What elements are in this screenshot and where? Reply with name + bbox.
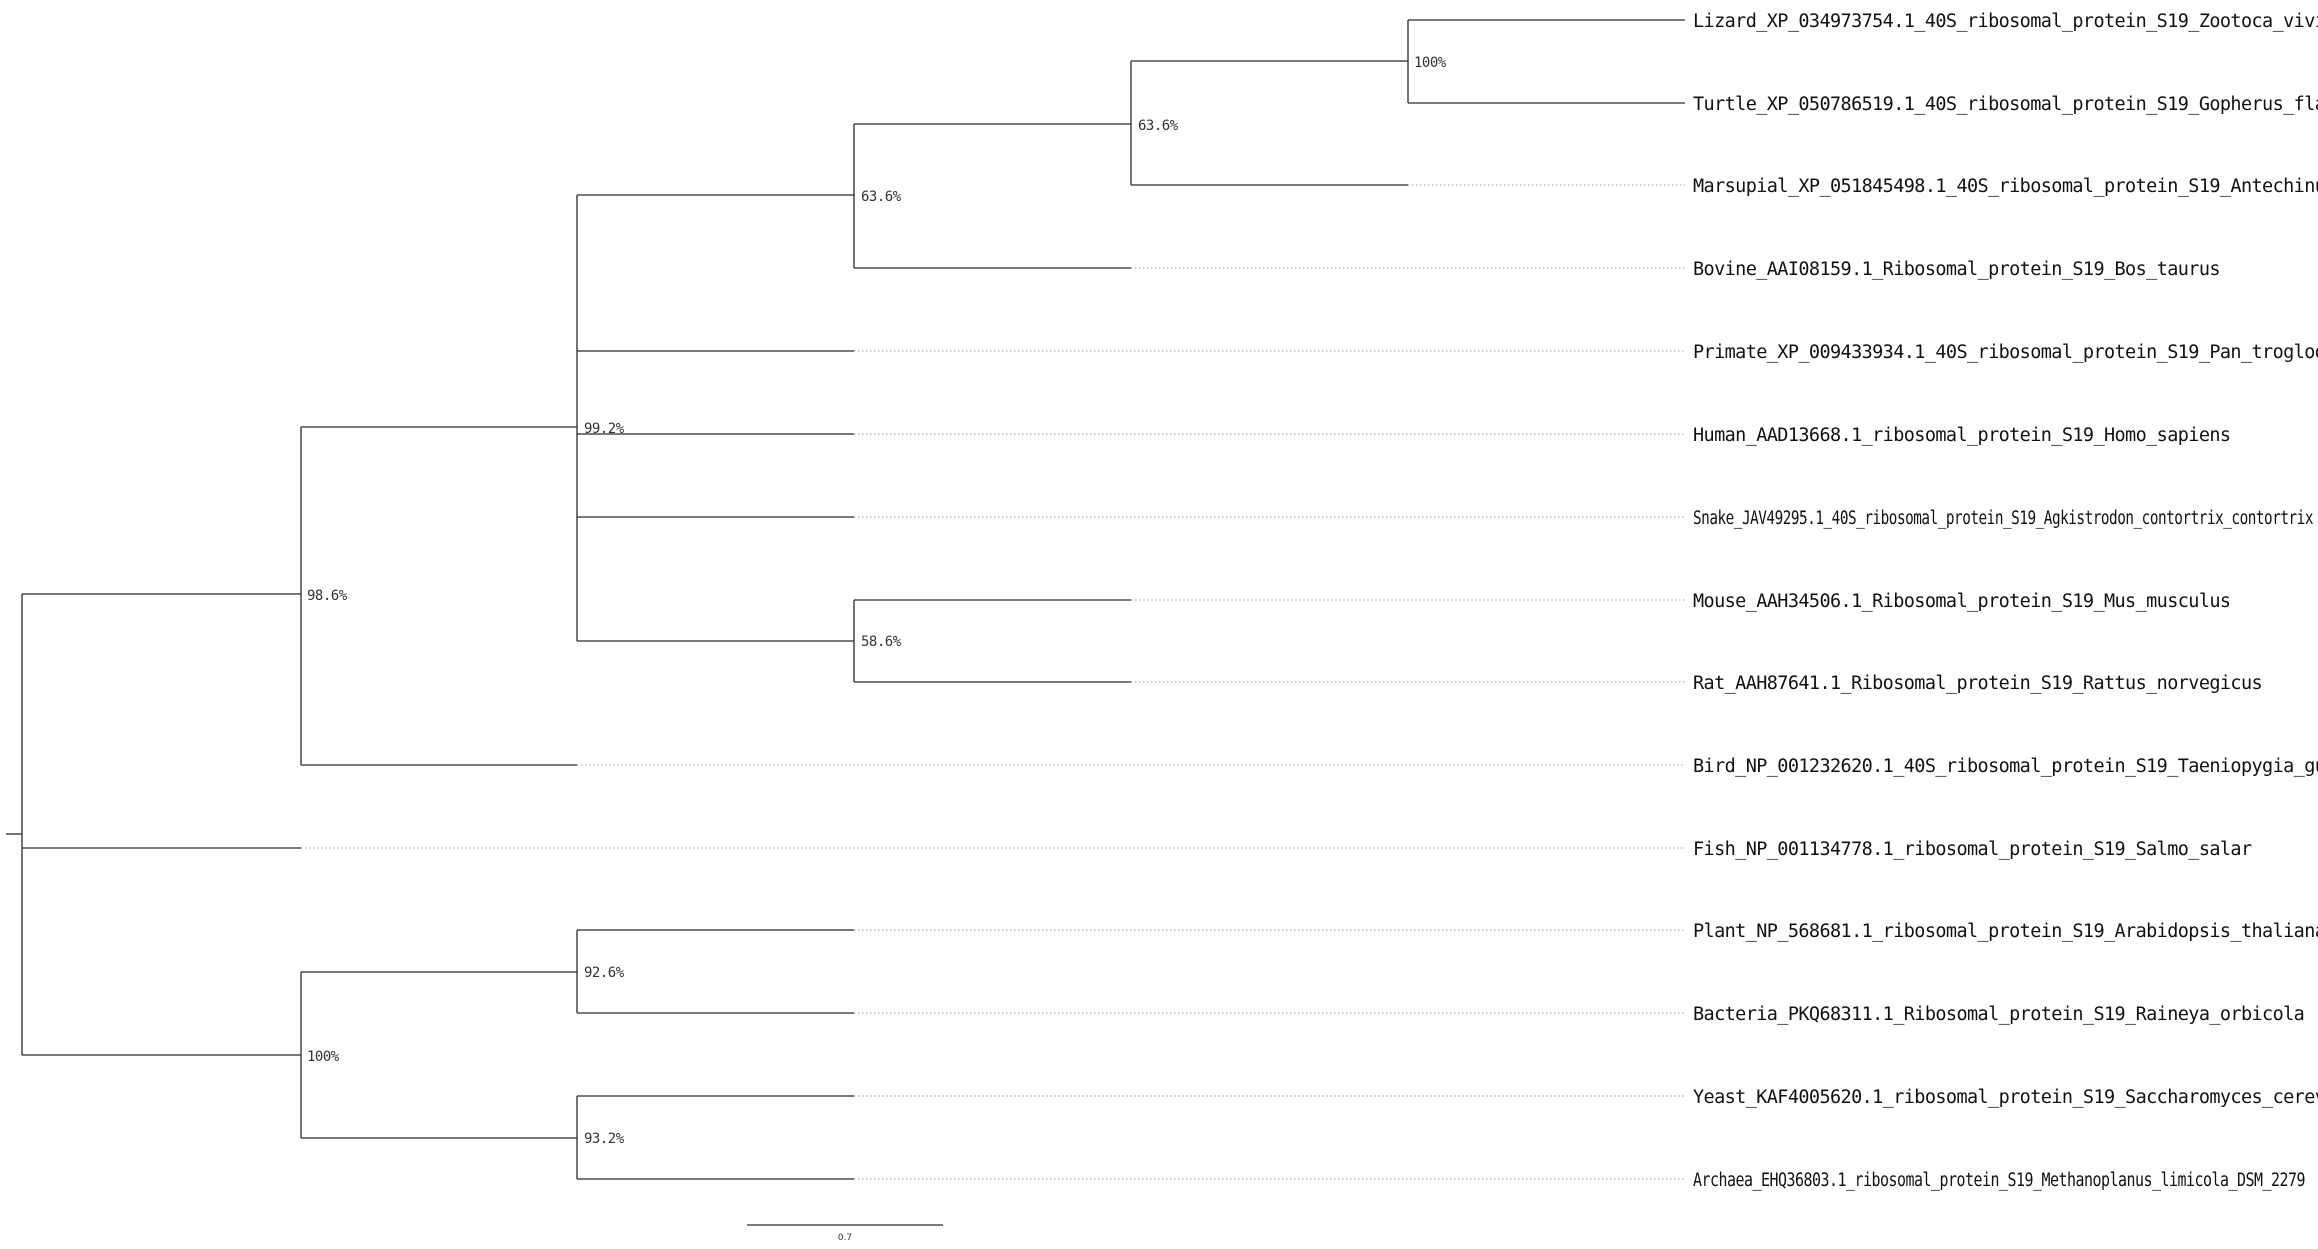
- support-amniote-bovine: 63.6%: [861, 189, 902, 205]
- leaf-label-rat: Rat_AAH87641.1_Ribosomal_protein_S19_Rat…: [1693, 673, 2262, 694]
- leaf-label-lizard: Lizard_XP_034973754.1_40S_ribosomal_prot…: [1693, 11, 2318, 32]
- leaf-label-plant: Plant_NP_568681.1_ribosomal_protein_S19_…: [1693, 921, 2318, 942]
- leaf-label-human: Human_AAD13668.1_ribosomal_protein_S19_H…: [1693, 425, 2230, 446]
- support-lizard-turtle: 100%: [1414, 55, 1447, 71]
- leaf-label-bacteria: Bacteria_PKQ68311.1_Ribosomal_protein_S1…: [1693, 1004, 2304, 1025]
- support-mouse-rat: 58.6%: [861, 634, 902, 650]
- support-lizard-turtle-marsupial: 63.6%: [1138, 118, 1179, 134]
- leaf-label-turtle: Turtle_XP_050786519.1_40S_ribosomal_prot…: [1693, 94, 2318, 115]
- leaf-label-mouse: Mouse_AAH34506.1_Ribosomal_protein_S19_M…: [1693, 591, 2230, 612]
- leaf-label-primate: Primate_XP_009433934.1_40S_ribosomal_pro…: [1693, 342, 2318, 363]
- support-outgroup-clade: 100%: [307, 1049, 340, 1065]
- scale-bar-label: 0.7: [838, 1233, 852, 1243]
- leaf-label-snake: Snake_JAV49295.1_40S_ribosomal_protein_S…: [1693, 508, 2313, 529]
- leaf-label-archaea: Archaea_EHQ36803.1_ribosomal_protein_S19…: [1693, 1170, 2305, 1191]
- leaf-label-bovine: Bovine_AAI08159.1_Ribosomal_protein_S19_…: [1693, 259, 2220, 280]
- leaf-label-bird: Bird_NP_001232620.1_40S_ribosomal_protei…: [1693, 756, 2318, 777]
- leaf-label-yeast: Yeast_KAF4005620.1_ribosomal_protein_S19…: [1693, 1087, 2318, 1108]
- support-yeast-archaea: 93.2%: [584, 1131, 625, 1147]
- support-vertebrate-polytomy: 99.2%: [584, 421, 625, 437]
- support-with-bird: 98.6%: [307, 588, 348, 604]
- leaf-label-marsupial: Marsupial_XP_051845498.1_40S_ribosomal_p…: [1693, 176, 2318, 197]
- support-plant-bacteria: 92.6%: [584, 965, 625, 981]
- leaf-label-fish: Fish_NP_001134778.1_ribosomal_protein_S1…: [1693, 839, 2252, 860]
